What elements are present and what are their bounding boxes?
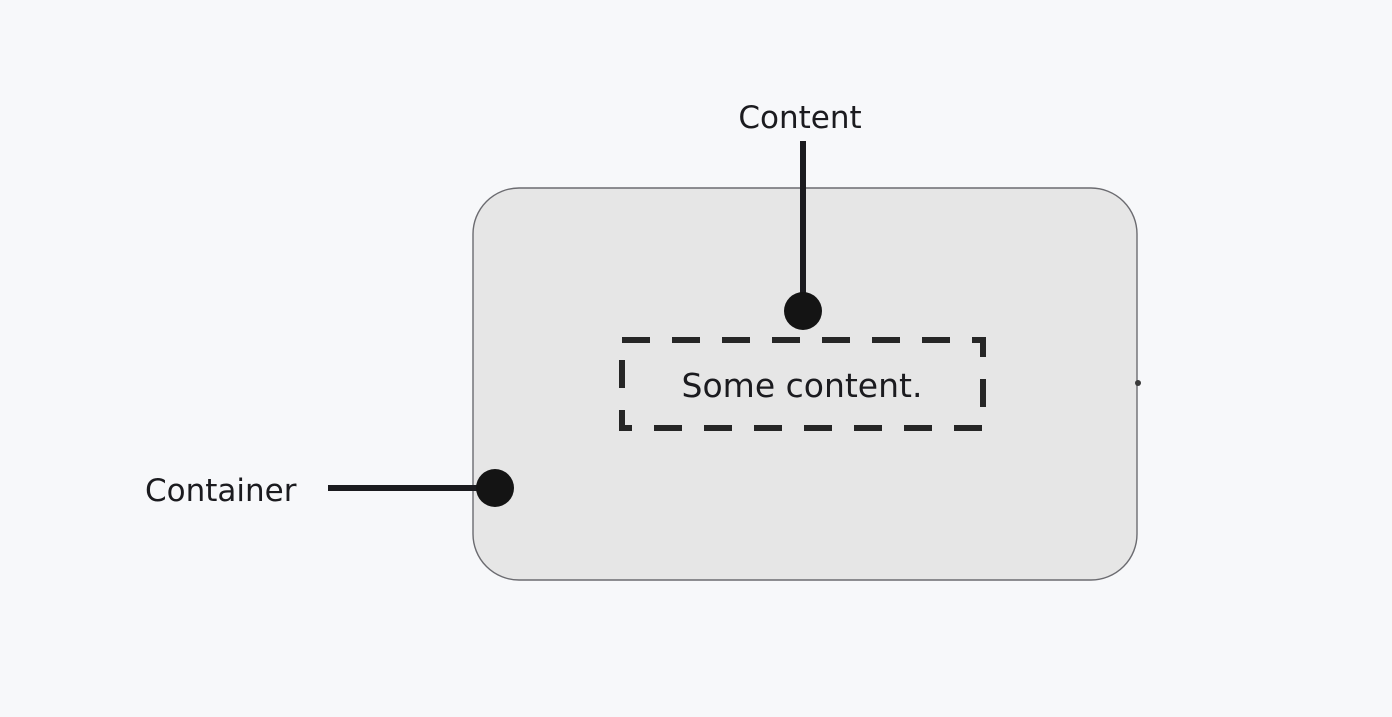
container-annotation-dot[interactable] [476, 469, 514, 507]
container-right-edge-marker-icon [1135, 380, 1141, 386]
content-annotation-label: Content [738, 100, 861, 136]
container-annotation-label: Container [145, 473, 297, 509]
content-box-text: Some content. [682, 366, 923, 405]
content-annotation-dot[interactable] [784, 292, 822, 330]
content-box[interactable] [619, 337, 986, 431]
